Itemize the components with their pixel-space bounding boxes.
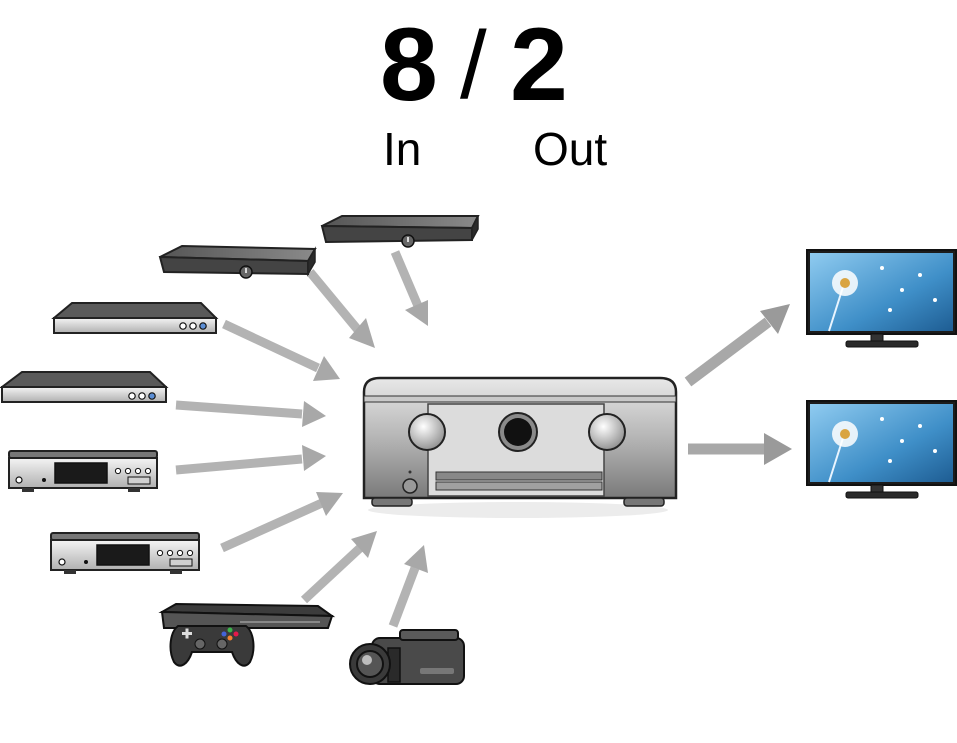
arrow-icon xyxy=(684,304,790,387)
blu-ray-player-icon xyxy=(0,371,169,403)
inputs-count: 8 xyxy=(380,7,438,123)
arrow-icon xyxy=(688,433,792,465)
separator: / xyxy=(460,12,487,119)
game-console-icon xyxy=(158,602,336,667)
arrow-icon xyxy=(390,250,428,326)
camcorder-icon xyxy=(349,629,465,685)
av-receiver-icon xyxy=(362,376,678,518)
arrow-icon xyxy=(175,445,326,475)
arrow-icon xyxy=(388,545,428,628)
arrow-icon xyxy=(222,319,340,381)
input-arrows xyxy=(175,250,428,628)
outputs-label: Out xyxy=(533,123,607,175)
cd-player-icon xyxy=(8,450,158,492)
arrow-icon xyxy=(220,492,343,553)
set-top-box-icon xyxy=(158,244,317,279)
output-arrows xyxy=(684,304,792,465)
arrow-icon xyxy=(175,400,326,427)
cd-player-icon xyxy=(50,532,200,574)
inputs-label: In xyxy=(383,123,421,175)
tv-monitor-icon xyxy=(806,400,957,499)
arrow-icon xyxy=(306,269,375,348)
set-top-box-icon xyxy=(320,215,480,248)
arrow-icon xyxy=(300,531,377,604)
tv-monitor-icon xyxy=(806,249,957,348)
outputs-count: 2 xyxy=(510,7,568,123)
blu-ray-player-icon xyxy=(51,302,219,334)
